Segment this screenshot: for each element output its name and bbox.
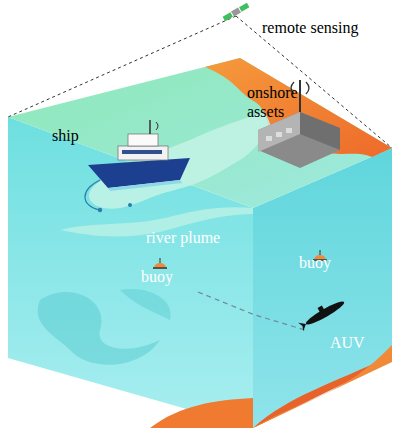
satellite-label: remote sensing bbox=[262, 18, 392, 37]
view-line bbox=[8, 16, 236, 117]
auv-track bbox=[198, 292, 305, 330]
tow-line bbox=[85, 180, 100, 210]
satellite bbox=[222, 2, 249, 21]
plume-label: river plume bbox=[146, 228, 246, 247]
ship bbox=[88, 120, 190, 191]
buoy-symbol bbox=[153, 258, 167, 269]
sea-surface bbox=[8, 58, 392, 208]
seafloor bbox=[253, 345, 392, 428]
towed-instrument bbox=[128, 203, 132, 207]
buoy-label: buoy bbox=[141, 267, 201, 286]
station-label: onshore assets bbox=[247, 83, 319, 121]
auv-label: AUV bbox=[330, 333, 390, 352]
ship-label: ship bbox=[52, 126, 112, 145]
auv bbox=[297, 295, 347, 331]
seafloor bbox=[150, 398, 253, 428]
towed-instrument bbox=[98, 208, 102, 212]
buoy-label: buoy bbox=[299, 253, 359, 272]
water-feature bbox=[120, 289, 171, 320]
